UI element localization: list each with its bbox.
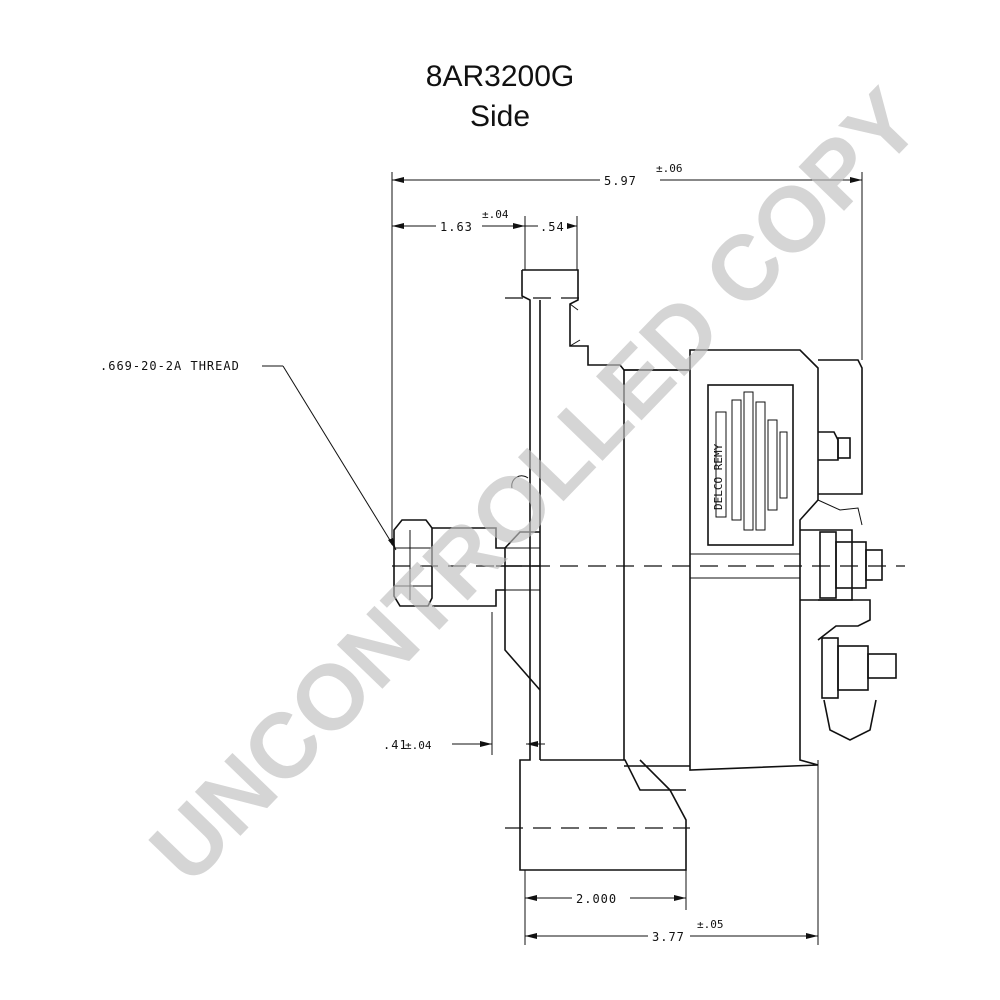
dim-mount-spacing: 2.000 [524, 870, 687, 945]
dim-front-to-flange: 1.63 ±.04 [392, 208, 526, 270]
nameplate-brand: DELCO REMY [712, 443, 725, 510]
thread-callout: .669-20-2A THREAD [100, 359, 397, 551]
dim-shaft-step: .41 ±.04 [383, 612, 545, 755]
dim-overall-length: 5.97 ±.06 [391, 162, 863, 545]
dim-body-length: 3.77 ±.05 [525, 760, 819, 945]
overall-length-value: 5.97 [604, 174, 637, 188]
dim-flange-width: .54 [525, 216, 578, 270]
view-subtitle: Side [469, 100, 531, 133]
front-to-flange-tol: ±.04 [482, 208, 509, 221]
body-length-tol: ±.05 [697, 918, 724, 931]
mount-spacing-value: 2.000 [576, 892, 617, 906]
shaft-step-value: .41 [383, 738, 408, 752]
alternator-side-outline [393, 269, 897, 871]
shaft-step-tol: ±.04 [405, 739, 432, 752]
flange-width-value: .54 [540, 220, 565, 234]
thread-callout-text: .669-20-2A THREAD [100, 359, 240, 373]
overall-length-tol: ±.06 [656, 162, 683, 175]
body-length-value: 3.77 [652, 930, 685, 944]
part-number-title: 8AR3200G [425, 60, 575, 93]
front-to-flange-value: 1.63 [440, 220, 473, 234]
